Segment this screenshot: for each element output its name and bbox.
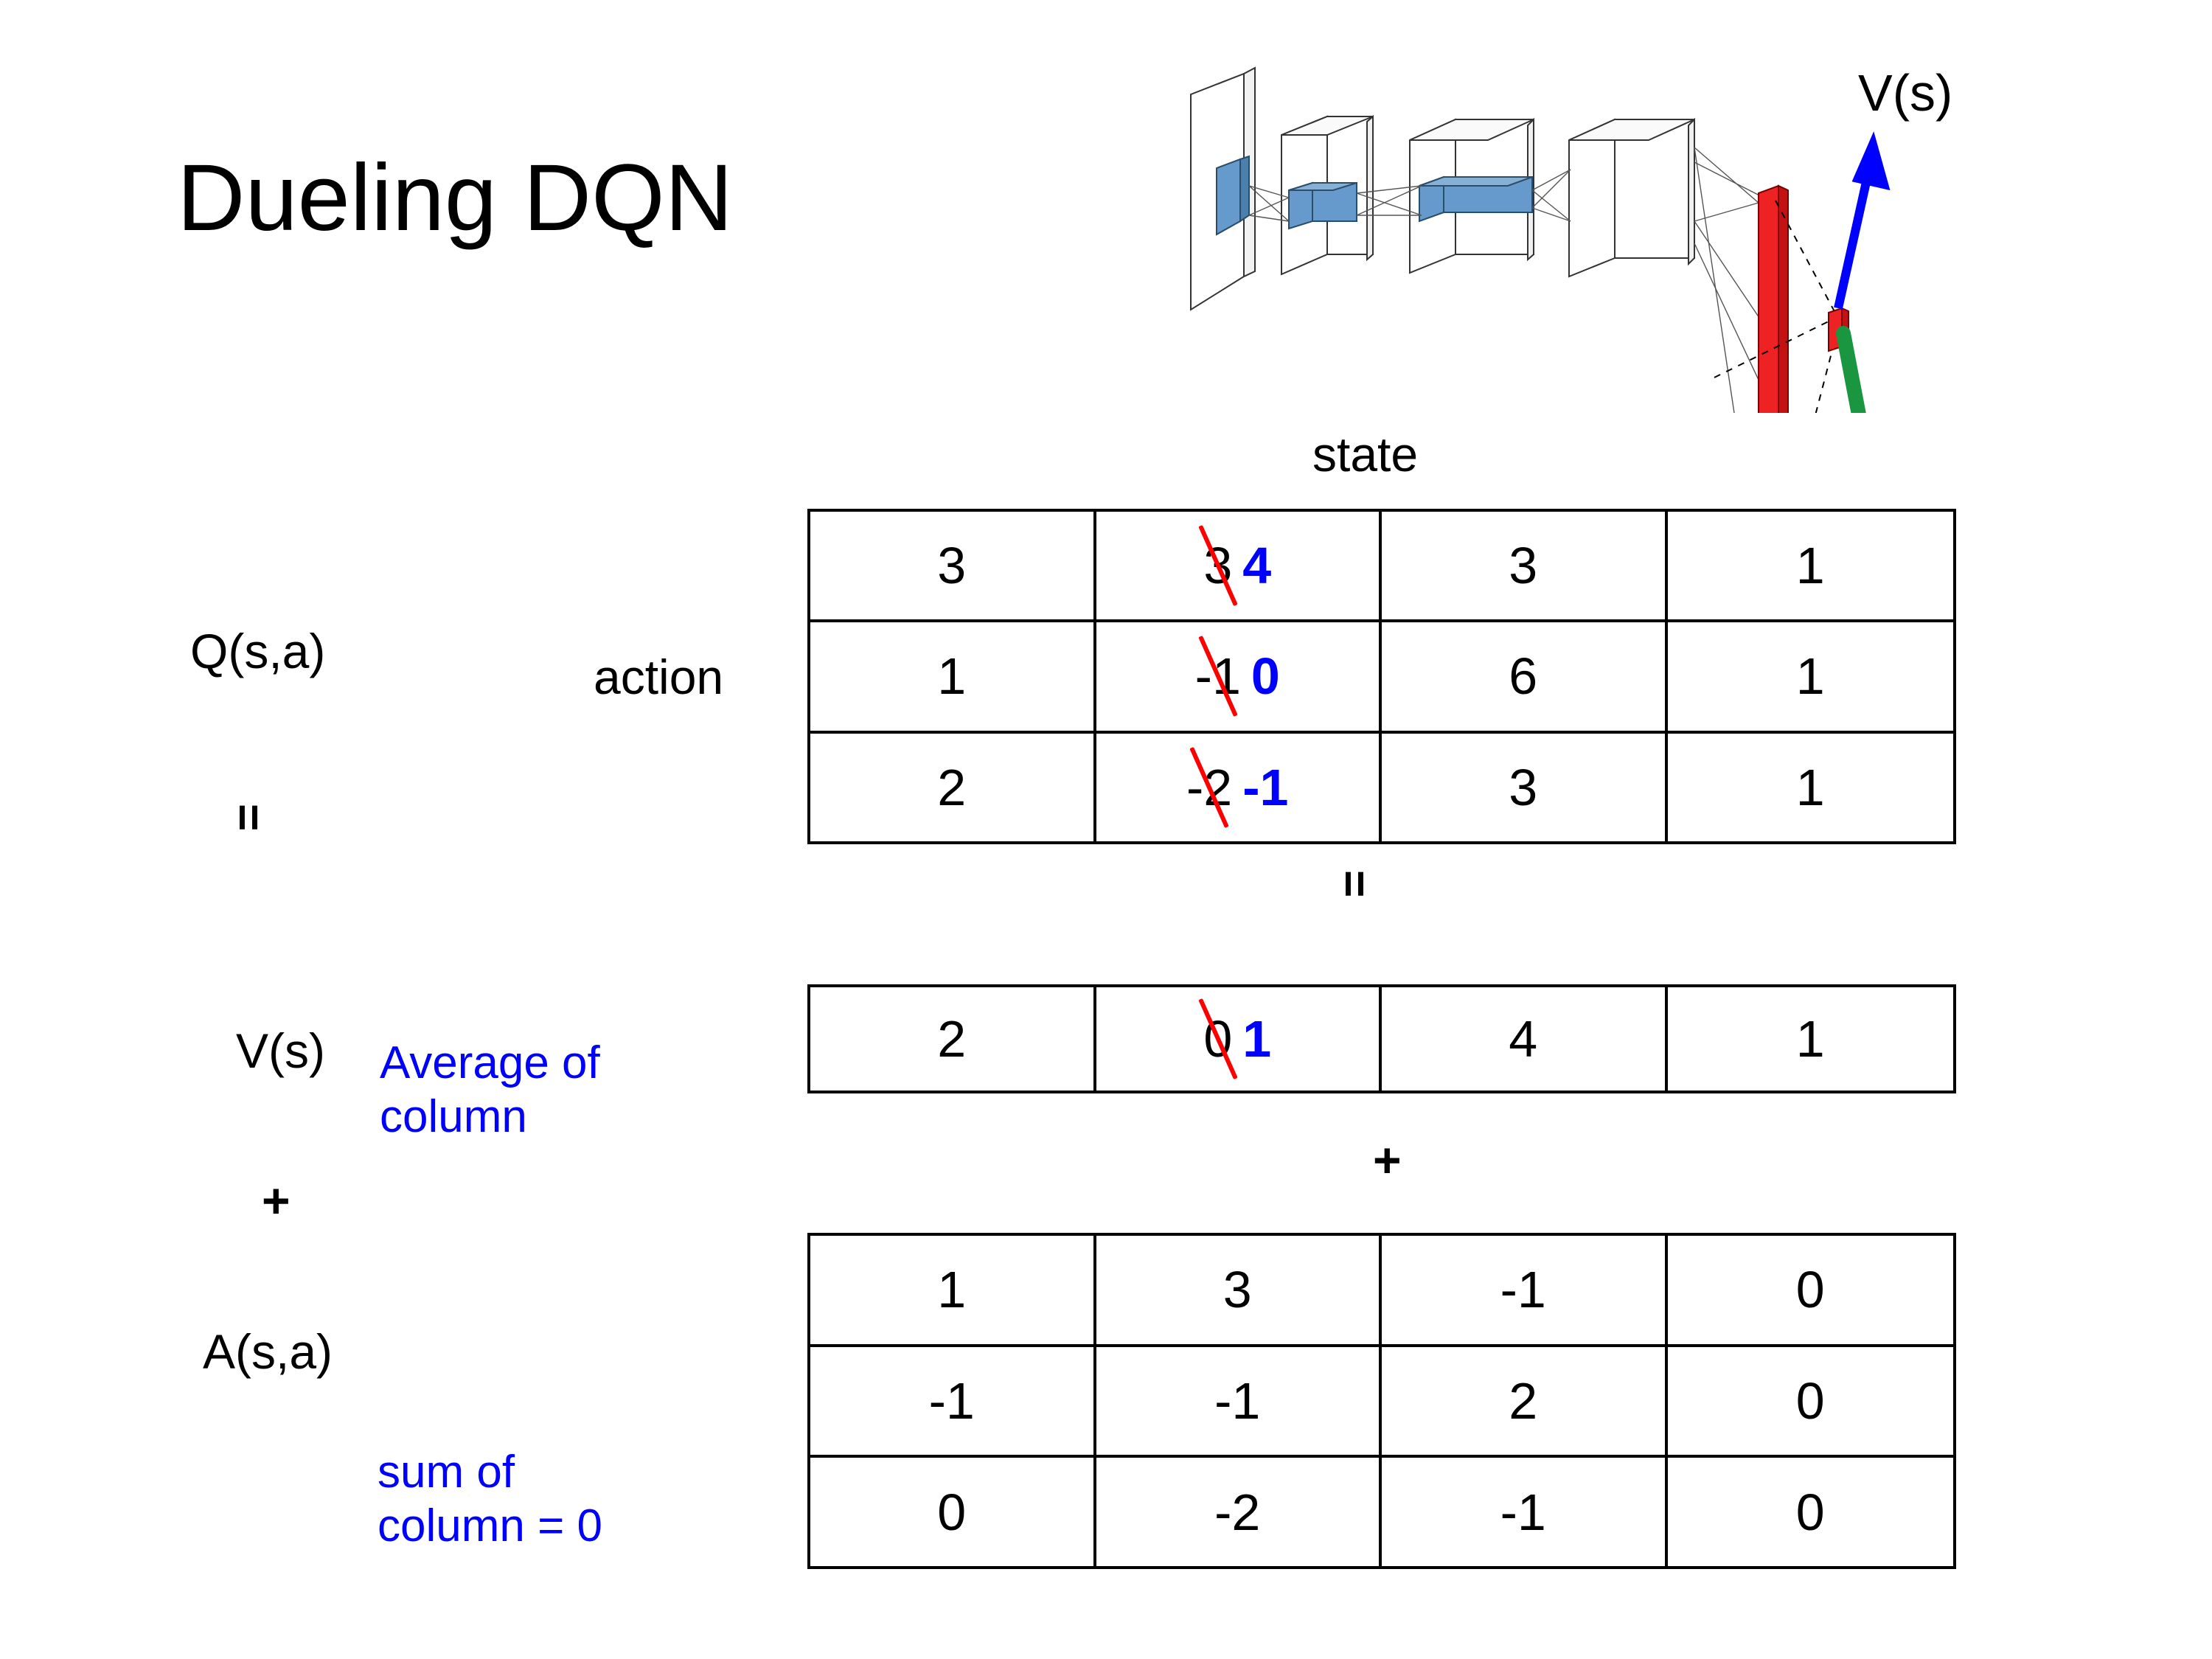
a-cell-r2c0: 0: [810, 1458, 1096, 1566]
v-old-value: 0: [1198, 998, 1238, 1080]
a-function-label: A(s,a): [203, 1324, 333, 1379]
q-new-value-r1: 0: [1251, 647, 1280, 706]
a-cell-r0c3: 0: [1667, 1236, 1953, 1347]
q-cell-r2c3: 1: [1795, 758, 1825, 816]
note-avg-line1: Average of: [380, 1037, 600, 1088]
q-cell-r2c0: 2: [810, 733, 1096, 841]
a-cell-r1c2: 2: [1382, 1346, 1668, 1458]
a-table: 1 3 -1 0 -1 -1 2 0 0 -2 -1 0: [807, 1233, 1956, 1569]
a-cell-r2c3: 0: [1795, 1483, 1825, 1541]
q-old-value-r0: 3: [1198, 525, 1238, 607]
a-cell-r1c1: -1: [1096, 1346, 1382, 1458]
svg-text:V(s): V(s): [1858, 64, 1952, 122]
v-cell-c0: 2: [810, 987, 1096, 1091]
q-old-value-r2: -2: [1186, 746, 1232, 828]
q-cell-r2c2: 3: [1382, 733, 1668, 841]
q-cell-r0c2: 3: [1382, 512, 1668, 623]
a-cell-r0c2: -1: [1382, 1236, 1668, 1347]
a-cell-r1c3: 0: [1667, 1347, 1953, 1458]
a-cell-r0c0: 1: [810, 1236, 1096, 1347]
equals-sign-left: =: [223, 804, 276, 830]
q-old-value-r1: -1: [1195, 636, 1241, 717]
v-table: 2 0 1 4 1: [807, 984, 1956, 1093]
a-cell-r2c2: -1: [1382, 1458, 1668, 1566]
q-cell-r0c0: 3: [810, 512, 1096, 623]
q-cell-r1c2: 6: [1382, 622, 1668, 734]
plus-sign-left: +: [262, 1173, 291, 1228]
page-title: Dueling DQN: [177, 145, 734, 251]
a-cell-r1c0: -1: [810, 1346, 1096, 1458]
note-sum-line1: sum of: [378, 1447, 515, 1498]
v-cell-c1: 0 1: [1096, 987, 1382, 1091]
note-avg-line2: column: [380, 1091, 527, 1143]
v-new-value: 1: [1242, 1010, 1272, 1068]
sum-of-column-note: sum of column = 0: [378, 1445, 602, 1553]
equals-sign-center: =: [1329, 870, 1382, 897]
v-cell-c2: 4: [1382, 987, 1668, 1091]
v-function-label: V(s): [236, 1023, 325, 1078]
dueling-network-diagram: State s V(s) A(s,a) Q(s,a) = A(s,a)+V(s)…: [1091, 0, 2212, 413]
q-cell-r1c0: 1: [810, 622, 1096, 734]
q-cell-r0c1: 3 4: [1096, 512, 1382, 623]
v-cell-c3: 1: [1795, 1010, 1825, 1068]
action-axis-label: action: [594, 650, 724, 704]
q-cell-r0c3: 1: [1667, 512, 1953, 623]
q-new-value-r0: 4: [1242, 537, 1272, 595]
plus-sign-center: +: [1373, 1133, 1402, 1187]
q-function-label: Q(s,a): [190, 624, 326, 678]
q-table: 3 3 4 3 1 1 -1 0 6 1 2 -2 -1 3 1: [807, 509, 1956, 844]
a-cell-r0c1: 3: [1096, 1236, 1382, 1347]
q-new-value-r2: -1: [1242, 758, 1289, 816]
q-cell-r1c3: 1: [1667, 622, 1953, 734]
a-cell-r2c1: -2: [1096, 1458, 1382, 1566]
state-axis-label: state: [1312, 427, 1419, 481]
q-cell-r1c1: -1 0: [1096, 622, 1382, 734]
average-of-column-note: Average of column: [380, 1036, 600, 1144]
note-sum-line2: column = 0: [378, 1500, 603, 1552]
q-cell-r2c1: -2 -1: [1096, 733, 1382, 841]
